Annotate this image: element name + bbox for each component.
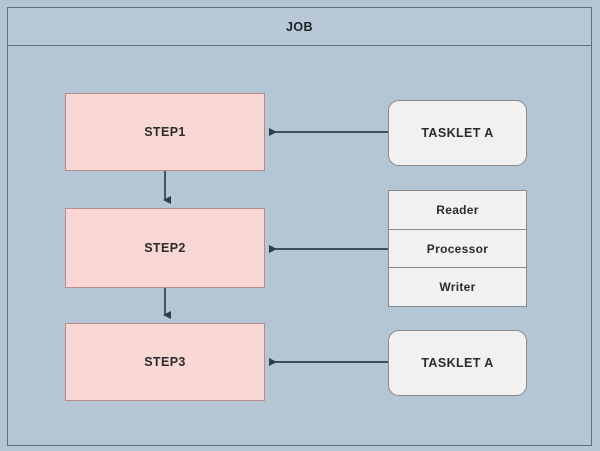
node-step2-label: STEP2: [144, 241, 186, 255]
node-chunk-stack: Reader Processor Writer: [388, 190, 527, 310]
node-step1[interactable]: STEP1: [65, 93, 265, 171]
node-tasklet-top[interactable]: TASKLET A: [388, 100, 527, 166]
node-chunk-writer[interactable]: Writer: [388, 267, 527, 307]
node-tasklet-bottom-label: TASKLET A: [421, 356, 494, 370]
job-title: JOB: [286, 19, 313, 34]
node-step3[interactable]: STEP3: [65, 323, 265, 401]
node-chunk-processor[interactable]: Processor: [388, 228, 527, 269]
node-tasklet-top-label: TASKLET A: [421, 126, 494, 140]
job-header: JOB: [8, 8, 591, 46]
node-tasklet-bottom[interactable]: TASKLET A: [388, 330, 527, 396]
node-chunk-processor-label: Processor: [426, 241, 489, 256]
node-chunk-reader-label: Reader: [436, 203, 479, 217]
node-step1-label: STEP1: [144, 125, 186, 139]
node-step3-label: STEP3: [144, 355, 186, 369]
node-chunk-writer-label: Writer: [439, 280, 476, 294]
node-step2[interactable]: STEP2: [65, 208, 265, 288]
node-chunk-reader[interactable]: Reader: [388, 190, 527, 230]
